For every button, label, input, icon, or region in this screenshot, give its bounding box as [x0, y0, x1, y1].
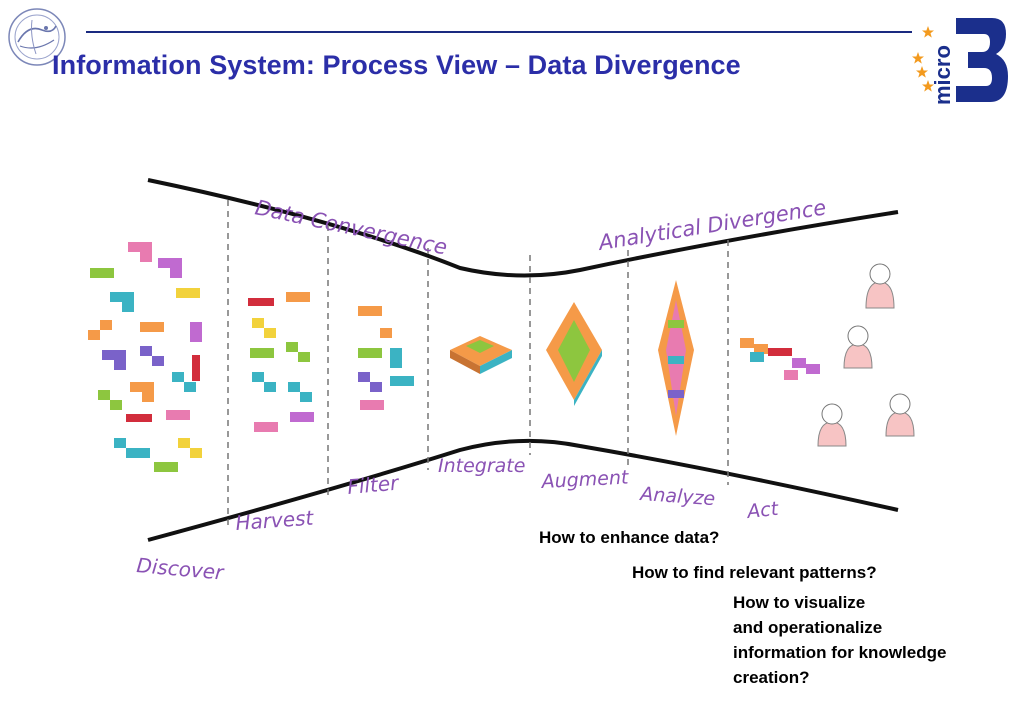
question-relevant-patterns: How to find relevant patterns?	[632, 563, 877, 582]
user-avatar-icon	[865, 263, 895, 309]
act-blocks	[740, 338, 820, 380]
question-visualize: How to visualize and operationalize info…	[733, 590, 946, 690]
question-line: creation?	[733, 668, 810, 687]
lower-boundary-curve	[147, 438, 899, 542]
stage-label-integrate: Integrate	[438, 455, 525, 477]
institution-logo-icon	[8, 8, 66, 66]
user-avatar-icon	[843, 325, 873, 369]
augment-block	[546, 302, 602, 406]
question-line: information for knowledge	[733, 643, 947, 662]
upper-boundary-curve	[147, 178, 899, 278]
analyze-block	[658, 280, 694, 436]
page-title: Information System: Process View – Data …	[52, 50, 741, 80]
micro3-logo-icon: micro	[912, 18, 1008, 105]
process-diagram: Data Convergence Analytical Divergence D…	[88, 178, 915, 585]
stage-label-analyze: Analyze	[638, 483, 716, 510]
label-analytical-divergence: Analytical Divergence	[595, 195, 828, 255]
stage-label-filter: Filter	[346, 470, 401, 499]
question-line: and operationalize	[733, 618, 883, 637]
label-data-convergence: Data Convergence	[253, 195, 449, 259]
user-avatar-icon	[817, 403, 847, 447]
stage-label-discover: Discover	[136, 553, 227, 585]
stage-label-act: Act	[744, 498, 781, 523]
logo-micro-text: micro	[930, 45, 955, 105]
question-enhance-data: How to enhance data?	[539, 528, 720, 547]
harvest-blocks-cluster	[248, 292, 314, 432]
stage-label-harvest: Harvest	[235, 506, 316, 535]
question-line: How to visualize	[733, 593, 866, 612]
discover-blocks-cluster	[88, 242, 202, 472]
header-rule	[86, 31, 912, 33]
user-avatar-icon	[885, 393, 915, 437]
integrate-block	[450, 336, 512, 374]
stage-label-augment: Augment	[539, 466, 630, 493]
filter-blocks-cluster	[358, 306, 414, 410]
